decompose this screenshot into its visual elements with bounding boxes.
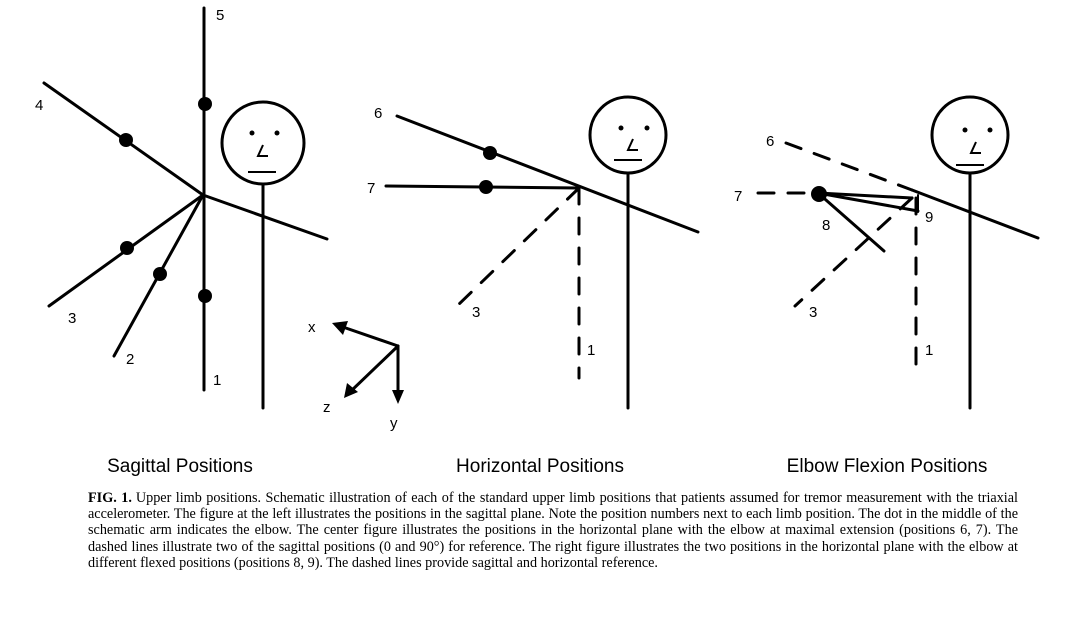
z-arrowhead: [344, 383, 358, 398]
position-label-3: 3: [472, 304, 480, 321]
eye-icon: [249, 130, 255, 136]
position-label-8: 8: [822, 217, 830, 234]
axes-triad: [338, 324, 400, 400]
position-label-1: 1: [213, 372, 221, 389]
position-label-6: 6: [374, 105, 382, 122]
elbow-forearm-9: [816, 191, 920, 213]
nose-icon: [626, 138, 638, 151]
eye-icon: [644, 125, 650, 131]
horizontal-arm-6: [395, 114, 700, 234]
horizontal-head: [588, 95, 668, 175]
z-axis-label: z: [323, 399, 331, 416]
elbow-dashed-3: [793, 196, 914, 308]
elbow-dot: [120, 241, 134, 255]
horizontal-panel: [384, 95, 700, 410]
horizontal-title: Horizontal Positions: [456, 456, 624, 477]
x-axis-label: x: [308, 319, 316, 336]
y-axis-label: y: [390, 415, 398, 432]
eye-icon: [274, 130, 280, 136]
sagittal-panel: [42, 6, 329, 410]
elbow-dot: [483, 146, 497, 160]
elbow-head: [930, 95, 1010, 175]
sagittal-title: Sagittal Positions: [107, 456, 253, 477]
z-axis-arrow: [348, 344, 400, 394]
position-label-5: 5: [216, 7, 224, 24]
position-label-9: 9: [925, 209, 933, 226]
position-label-7: 7: [734, 188, 742, 205]
position-label-4: 4: [35, 97, 43, 114]
nose-icon: [969, 141, 981, 154]
position-label-2: 2: [126, 351, 134, 368]
elbow-flexion-title: Elbow Flexion Positions: [786, 456, 988, 477]
position-label-3: 3: [809, 304, 817, 321]
position-label-7: 7: [367, 180, 375, 197]
position-label-6: 6: [766, 133, 774, 150]
elbow-upper-arm: [816, 191, 914, 200]
caption-text: Upper limb positions. Schematic illustra…: [88, 490, 1018, 571]
figure-caption: FIG. 1.Upper limb positions. Schematic i…: [88, 490, 1018, 571]
eye-icon: [618, 125, 624, 131]
elbow-dot: [119, 133, 133, 147]
sagittal-shoulder-line: [201, 193, 329, 241]
elbow-flexion-panel: [756, 95, 1040, 410]
nose-icon: [256, 144, 268, 157]
upper-limb-positions-figure: 5 4 3 2 1 6 7 3 1 6 7 8 9 3 1 x z y: [35, 6, 1040, 432]
elbow-dot: [198, 97, 212, 111]
figure-label: FIG. 1.: [88, 490, 132, 506]
horizontal-dashed-3: [455, 186, 581, 308]
x-axis-arrow: [338, 324, 400, 348]
x-arrowhead: [332, 321, 348, 335]
position-label-1: 1: [587, 342, 595, 359]
elbow-forearm-8: [816, 191, 886, 253]
position-label-1: 1: [925, 342, 933, 359]
eye-icon: [962, 127, 968, 133]
elbow-dashed-6: [784, 141, 914, 192]
position-label-3: 3: [68, 310, 76, 327]
elbow-dot: [811, 186, 827, 202]
elbow-shoulder-line: [910, 188, 1040, 240]
eye-icon: [987, 127, 993, 133]
elbow-dot: [153, 267, 167, 281]
y-arrowhead: [392, 390, 404, 404]
elbow-dot: [198, 289, 212, 303]
elbow-dot: [479, 180, 493, 194]
